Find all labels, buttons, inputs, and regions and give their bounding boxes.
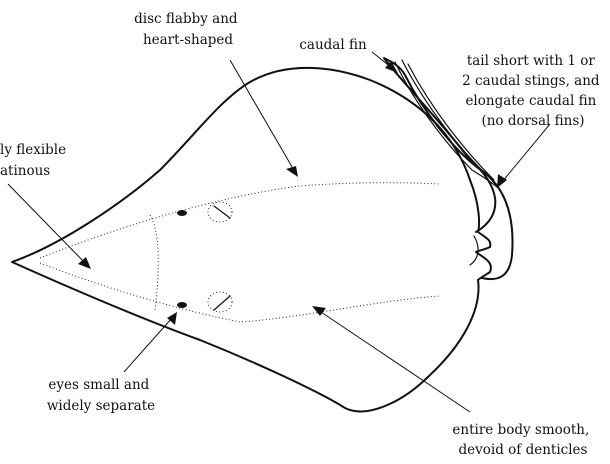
disc-outline (12, 68, 491, 411)
tail-outline (384, 58, 513, 279)
ray-illustration (12, 58, 513, 411)
label-snout: ly flexible atinous (0, 142, 70, 179)
inner-contour-head (150, 215, 158, 310)
eye-lower (177, 302, 187, 308)
label-caudal-fin: caudal fin (299, 37, 367, 53)
inner-contour-lower (40, 263, 440, 322)
label-body: entire body smooth, devoid of denticles (452, 422, 593, 458)
arrowhead-tail (497, 174, 507, 188)
label-tail: tail short with 1 or 2 caudal stings, an… (462, 53, 604, 129)
inner-contour-upper (40, 183, 440, 258)
spiracle-slit-lower (214, 296, 230, 310)
label-disc: disc flabby and heart-shaped (134, 11, 242, 48)
spiracle-slit-upper (214, 206, 230, 218)
leader-snout (8, 184, 86, 264)
eye-upper (177, 210, 187, 216)
pelvic-fin-line (470, 236, 478, 265)
arrowhead-eyes (167, 312, 177, 325)
leader-tail (502, 124, 550, 182)
arrowhead-disc (286, 166, 298, 177)
spiracle-lower (208, 292, 232, 312)
spiracle-upper (208, 202, 232, 222)
label-eyes: eyes small and widely separate (47, 377, 155, 414)
arrowhead-snout (78, 257, 91, 269)
leader-eyes (124, 318, 172, 372)
leader-body (318, 310, 470, 412)
